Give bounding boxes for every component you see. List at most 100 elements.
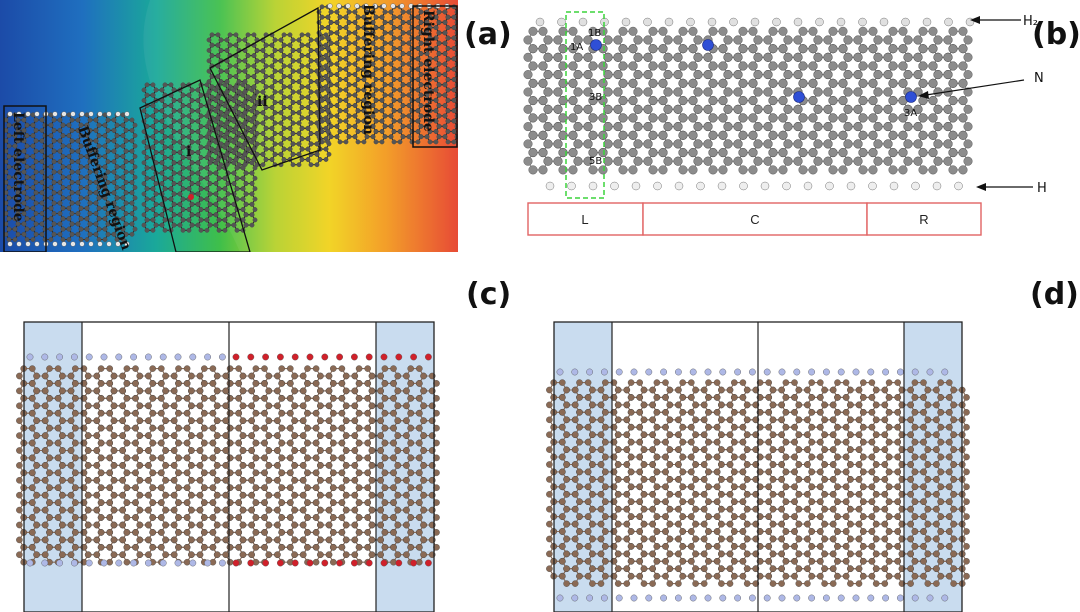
carbon-atom bbox=[391, 66, 397, 72]
carbon-atom bbox=[325, 35, 331, 41]
carbon-atom bbox=[346, 72, 352, 77]
carbon-atom bbox=[346, 19, 352, 25]
carbon-atom bbox=[168, 155, 174, 160]
carbon-atom bbox=[168, 134, 174, 140]
carbon-atom bbox=[278, 48, 284, 53]
carbon-atom bbox=[171, 129, 177, 135]
carbon-atom bbox=[180, 92, 186, 98]
carbon-atom bbox=[436, 72, 442, 77]
carbon-atom bbox=[141, 149, 147, 155]
carbon-atom bbox=[60, 133, 66, 139]
carbon-atom bbox=[180, 82, 186, 88]
carbon-atom bbox=[269, 125, 275, 131]
carbon-atom bbox=[159, 87, 165, 93]
carbon-atom bbox=[326, 151, 332, 157]
carbon-atom bbox=[523, 122, 533, 132]
carbon-atom bbox=[325, 118, 331, 124]
carbon-atom bbox=[12, 143, 18, 149]
carbon-atom bbox=[305, 136, 311, 142]
carbon-atom bbox=[177, 108, 183, 114]
carbon-atom bbox=[69, 169, 75, 175]
carbon-atom bbox=[308, 68, 314, 74]
carbon-atom bbox=[209, 146, 215, 152]
carbon-atom bbox=[84, 195, 90, 201]
left-electrode-label: Left electrode bbox=[10, 112, 26, 222]
carbon-atom bbox=[323, 157, 329, 162]
carbon-atom bbox=[352, 19, 358, 25]
carbon-atom bbox=[325, 25, 331, 30]
carbon-atom bbox=[180, 175, 186, 181]
carbon-atom bbox=[305, 146, 311, 152]
carbon-atom bbox=[150, 144, 156, 150]
carbon-atom bbox=[272, 110, 278, 116]
carbon-atom bbox=[245, 94, 251, 100]
carbon-atom bbox=[243, 201, 249, 207]
carbon-atom bbox=[129, 169, 135, 175]
carbon-atom bbox=[442, 113, 448, 119]
carbon-atom bbox=[51, 211, 57, 216]
carbon-atom bbox=[224, 79, 230, 85]
carbon-atom bbox=[6, 164, 12, 170]
carbon-atom bbox=[451, 139, 457, 145]
carbon-atom bbox=[269, 84, 275, 90]
carbon-atom bbox=[6, 195, 12, 201]
carbon-atom bbox=[227, 74, 233, 79]
carbon-atom bbox=[415, 118, 421, 124]
carbon-atom bbox=[207, 212, 213, 218]
carbon-atom bbox=[243, 222, 249, 228]
carbon-atom bbox=[206, 89, 212, 95]
carbon-atom bbox=[227, 84, 233, 90]
carbon-atom bbox=[325, 139, 331, 145]
carbon-atom bbox=[195, 191, 201, 197]
carbon-atom bbox=[379, 108, 385, 114]
carbon-atom bbox=[245, 63, 251, 69]
carbon-atom bbox=[249, 181, 255, 186]
carbon-atom bbox=[400, 82, 406, 88]
carbon-atom bbox=[364, 134, 370, 140]
carbon-atom bbox=[260, 141, 266, 147]
carbon-atom bbox=[388, 72, 394, 77]
carbon-atom bbox=[159, 108, 165, 114]
carbon-atom bbox=[299, 136, 305, 142]
carbon-atom bbox=[308, 37, 314, 43]
carbon-atom bbox=[218, 110, 224, 116]
carbon-atom bbox=[523, 139, 533, 149]
carbon-atom bbox=[382, 9, 388, 15]
carbon-atom bbox=[141, 201, 147, 207]
carbon-atom bbox=[346, 51, 352, 56]
carbon-atom bbox=[252, 196, 258, 202]
carbon-atom bbox=[206, 37, 212, 43]
carbon-atom bbox=[308, 89, 314, 95]
right-buffer-label: Buffering region bbox=[360, 4, 376, 135]
carbon-atom bbox=[406, 72, 412, 77]
carbon-atom bbox=[24, 133, 30, 139]
carbon-atom bbox=[236, 68, 242, 74]
carbon-atom bbox=[195, 108, 201, 114]
carbon-atom bbox=[144, 186, 150, 192]
carbon-atom bbox=[379, 66, 385, 72]
carbon-atom bbox=[162, 144, 168, 150]
carbon-atom bbox=[93, 221, 99, 227]
carbon-atom bbox=[15, 148, 21, 154]
carbon-atom bbox=[150, 227, 156, 233]
carbon-atom bbox=[263, 63, 269, 69]
carbon-atom bbox=[263, 125, 269, 131]
carbon-atom bbox=[96, 133, 102, 139]
carbon-atom bbox=[400, 40, 406, 46]
carbon-atom bbox=[141, 170, 147, 176]
carbon-atom bbox=[328, 40, 334, 46]
carbon-atom bbox=[269, 63, 275, 69]
carbon-atom bbox=[415, 66, 421, 72]
carbon-atom bbox=[319, 46, 325, 51]
carbon-atom bbox=[445, 25, 451, 30]
carbon-atom bbox=[24, 226, 30, 232]
carbon-atom bbox=[120, 133, 126, 139]
carbon-atom bbox=[48, 143, 54, 149]
carbon-atom bbox=[299, 63, 305, 69]
carbon-atom bbox=[6, 174, 12, 180]
carbon-atom bbox=[51, 148, 57, 154]
carbon-atom bbox=[15, 159, 21, 165]
carbon-atom bbox=[180, 103, 186, 109]
carbon-atom bbox=[296, 48, 302, 53]
